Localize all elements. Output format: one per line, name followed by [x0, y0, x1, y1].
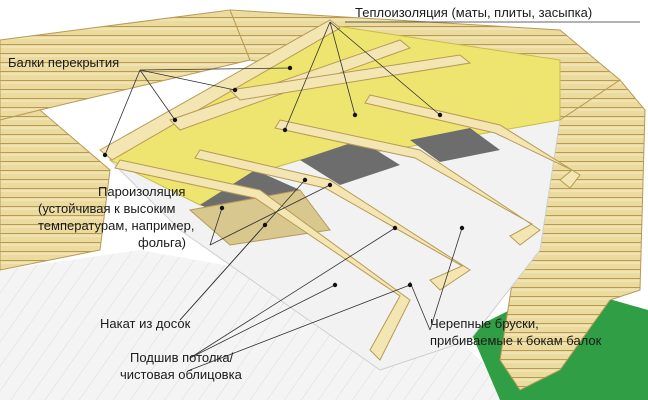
foil-strip-2: [300, 140, 400, 185]
label-vapor-1: Пароизоляция: [98, 184, 185, 199]
beam: [99, 19, 341, 161]
leader-dots: [102, 65, 465, 288]
label-cranial-1: Черепные бруски,: [430, 316, 539, 331]
label-beams: Балки перекрытия: [8, 55, 119, 70]
beam: [274, 119, 541, 246]
back-wall-left: [0, 9, 251, 121]
label-ceiling-1: Подшив потолка/: [130, 350, 234, 365]
label-planks: Накат из досок: [100, 316, 191, 331]
label-vapor-2: (устойчивая к высоким: [38, 201, 176, 216]
beam: [194, 149, 471, 291]
label-insulation: Теплоизоляция (маты, плиты, засыпка): [355, 5, 592, 20]
leader-lines: [104, 21, 640, 371]
beam: [364, 94, 581, 189]
floor-beams: [99, 19, 581, 361]
left-wall: [0, 109, 111, 271]
label-vapor-3: температурам, например,: [38, 218, 194, 233]
label-vapor-4: фольга): [138, 235, 186, 250]
beam: [114, 159, 411, 361]
label-ceiling-2: чистовая облицовка: [120, 367, 243, 382]
foil-strip-3: [410, 128, 500, 162]
label-cranial-2: прибиваемые к бокам балок: [430, 333, 602, 348]
